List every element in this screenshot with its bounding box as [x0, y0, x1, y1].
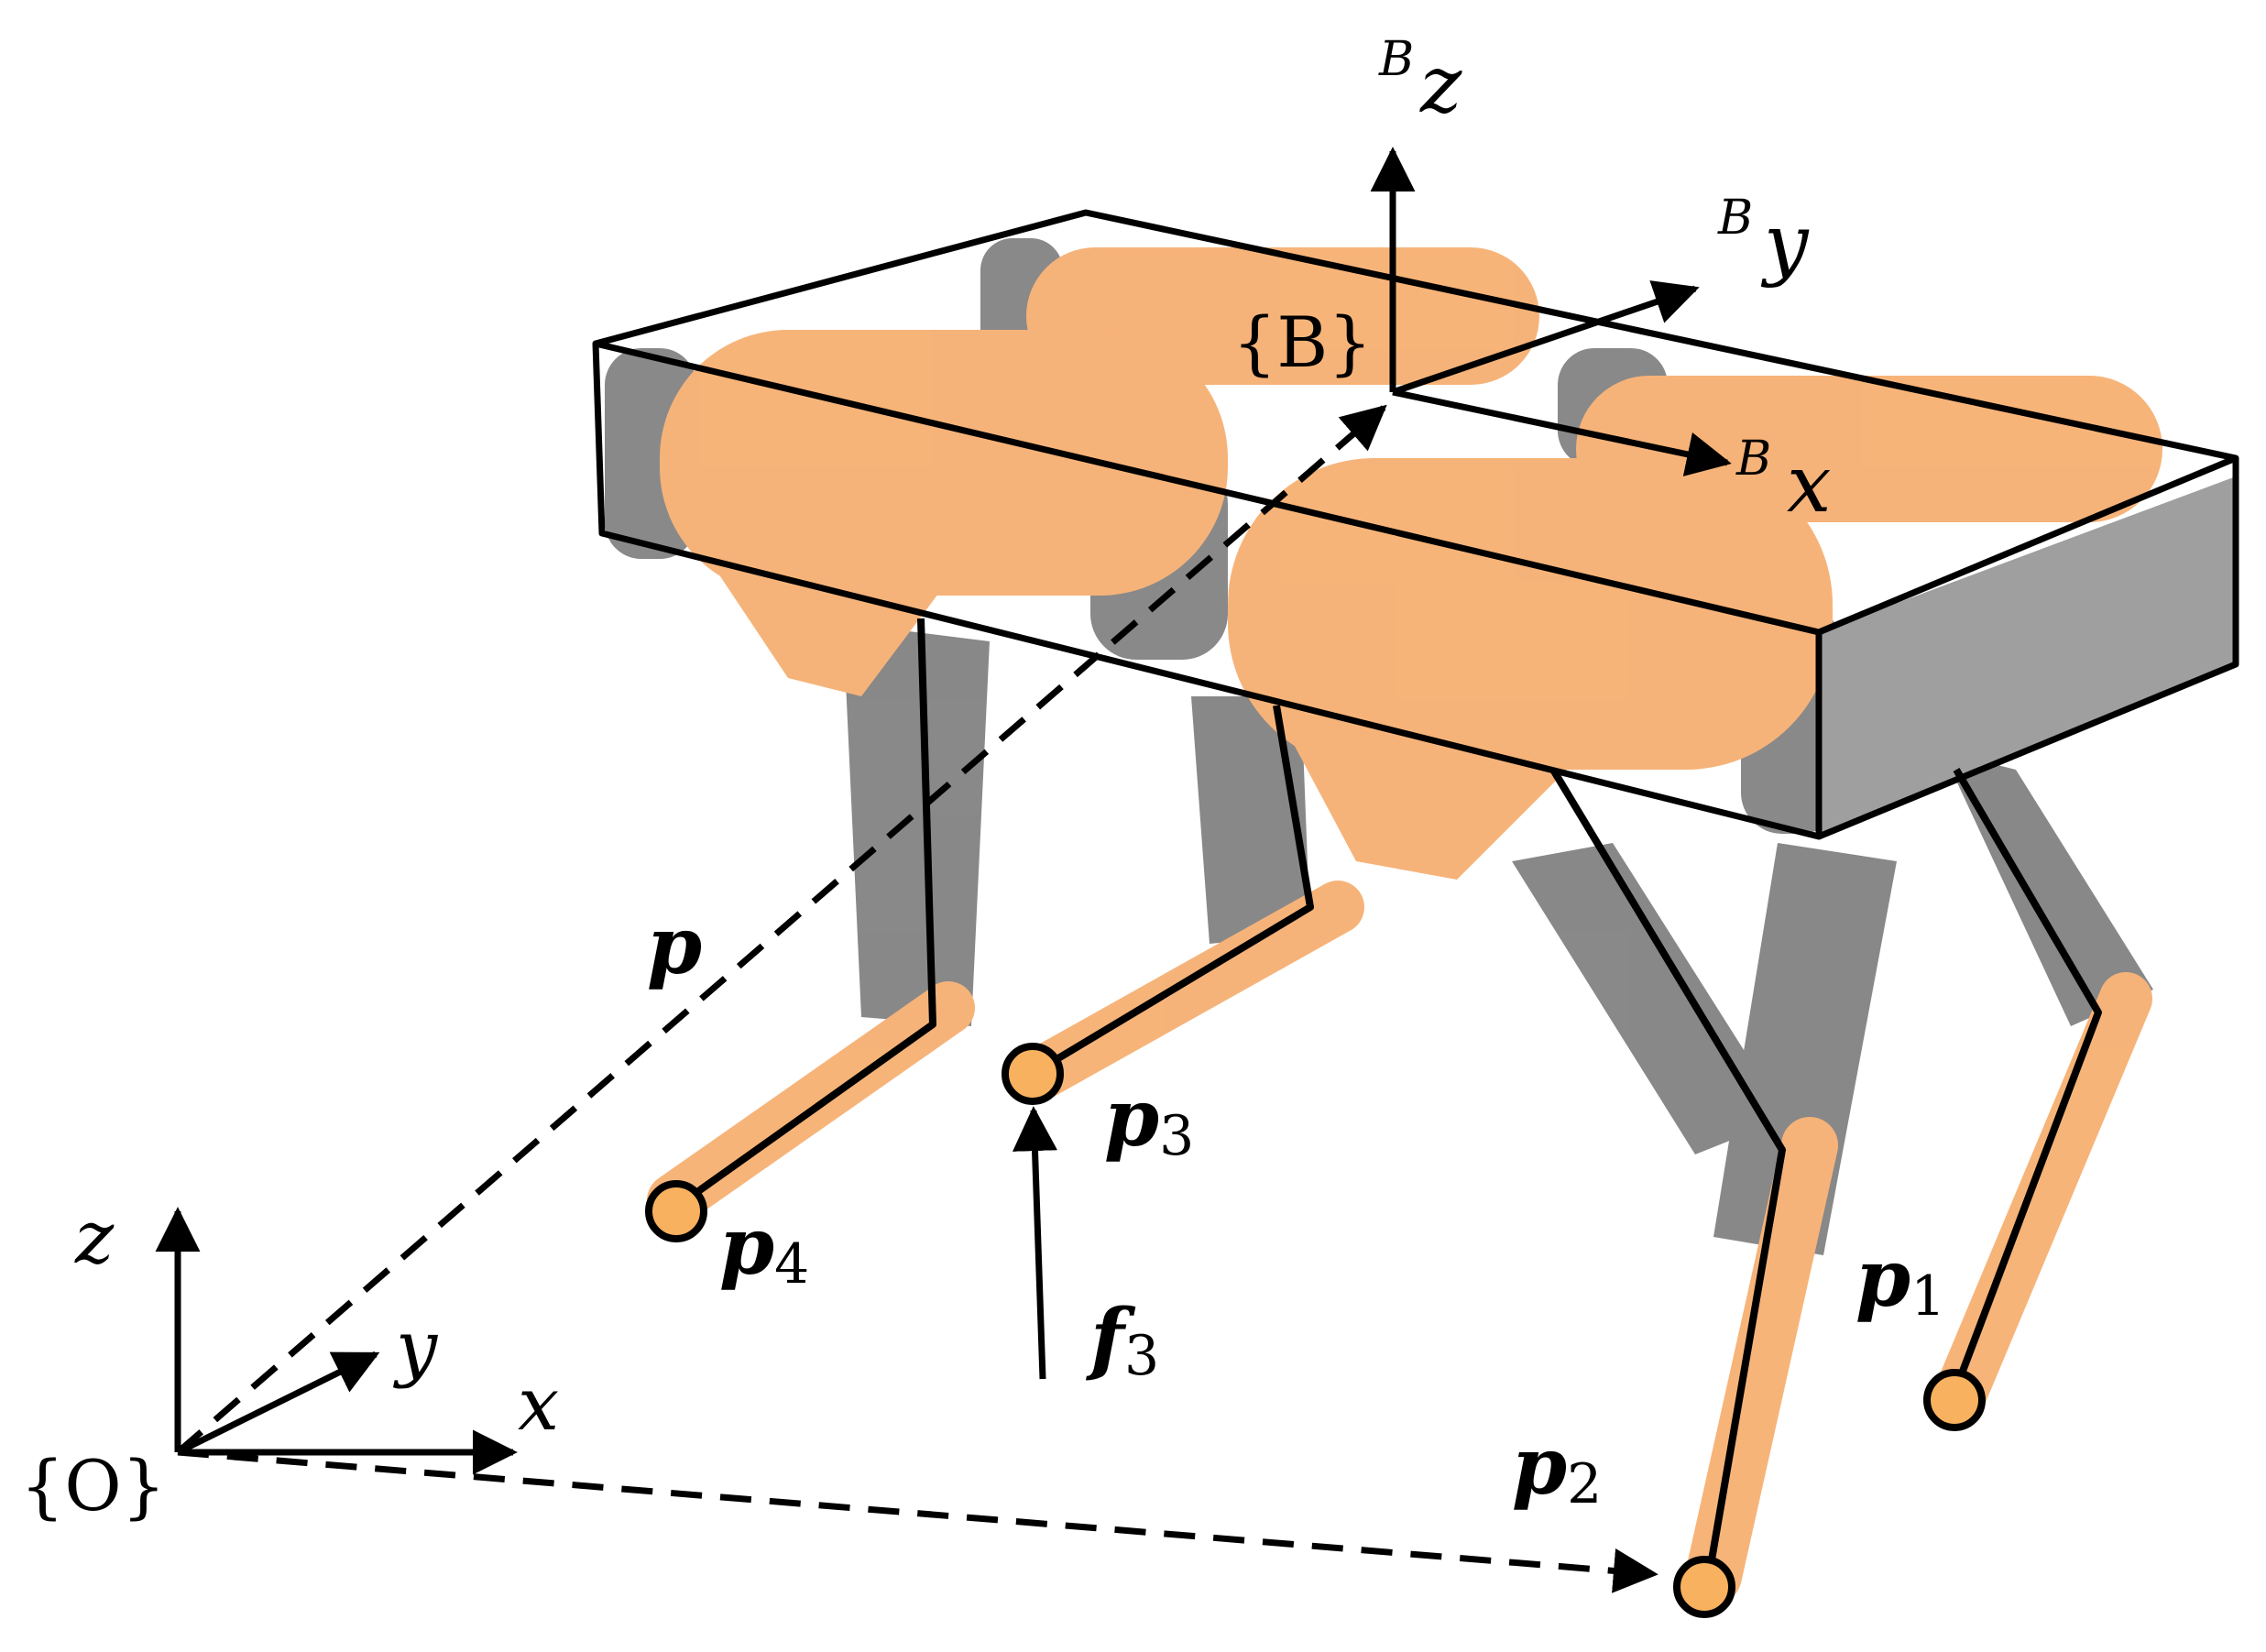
body-z-label: B	[1378, 32, 1414, 87]
body-y-axis	[1391, 280, 1700, 396]
body-side-panel	[1819, 476, 2236, 834]
lower-legs-orange	[647, 881, 2152, 1604]
foot-p3-marker	[1002, 1043, 1064, 1105]
robot-rendering	[605, 238, 2236, 1604]
body-z-letter: z	[1419, 39, 1462, 131]
body-x-sup: B	[1735, 432, 1771, 487]
dashed-vectors	[175, 404, 1658, 1593]
leg-skeleton-lines	[673, 618, 2102, 1577]
foot-p1-label: p1	[1855, 1232, 1945, 1329]
hip-housings-orange	[660, 247, 2162, 880]
labels: {B} B z B y B x {O} z y x p f3 p1 p2 p3 …	[20, 32, 1945, 1526]
world-x-label: x	[518, 1362, 559, 1447]
force-f3-arrow	[1013, 1106, 1057, 1380]
leg-2-line	[1549, 767, 1786, 1577]
body-x-axis	[1392, 388, 1732, 476]
world-y-label: y	[393, 1305, 439, 1390]
foot-p1-marker	[1923, 1369, 1986, 1431]
world-y-axis	[176, 1351, 380, 1456]
vector-p-label: p	[647, 900, 702, 992]
foot-points	[645, 1043, 1986, 1618]
body-x-letter: x	[1787, 439, 1832, 531]
world-z-label: z	[74, 1195, 115, 1280]
world-frame-axes	[155, 1207, 518, 1475]
vector-p2-line	[177, 1449, 1658, 1593]
foot-p4-marker	[645, 1180, 707, 1242]
leg-3-line	[1033, 705, 1314, 1076]
vector-p-line	[175, 404, 1387, 1455]
foot-p2-marker	[1673, 1556, 1735, 1618]
foot-p3-label: p3	[1104, 1072, 1194, 1168]
world-frame-label: {O}	[20, 1445, 166, 1526]
body-frame-axes	[1370, 147, 1732, 476]
back-legs-gray	[843, 623, 2153, 1255]
foot-p4-label: p4	[719, 1200, 809, 1296]
body-frame-label: {B}	[1232, 301, 1373, 383]
force-f3-label: f3	[1085, 1292, 1159, 1388]
foot-p2-label: p2	[1512, 1420, 1602, 1516]
body-y-letter: y	[1760, 198, 1810, 290]
leg-4-line	[673, 618, 936, 1211]
leg-1-line	[1953, 767, 2102, 1390]
body-y-sup: B	[1717, 191, 1753, 246]
